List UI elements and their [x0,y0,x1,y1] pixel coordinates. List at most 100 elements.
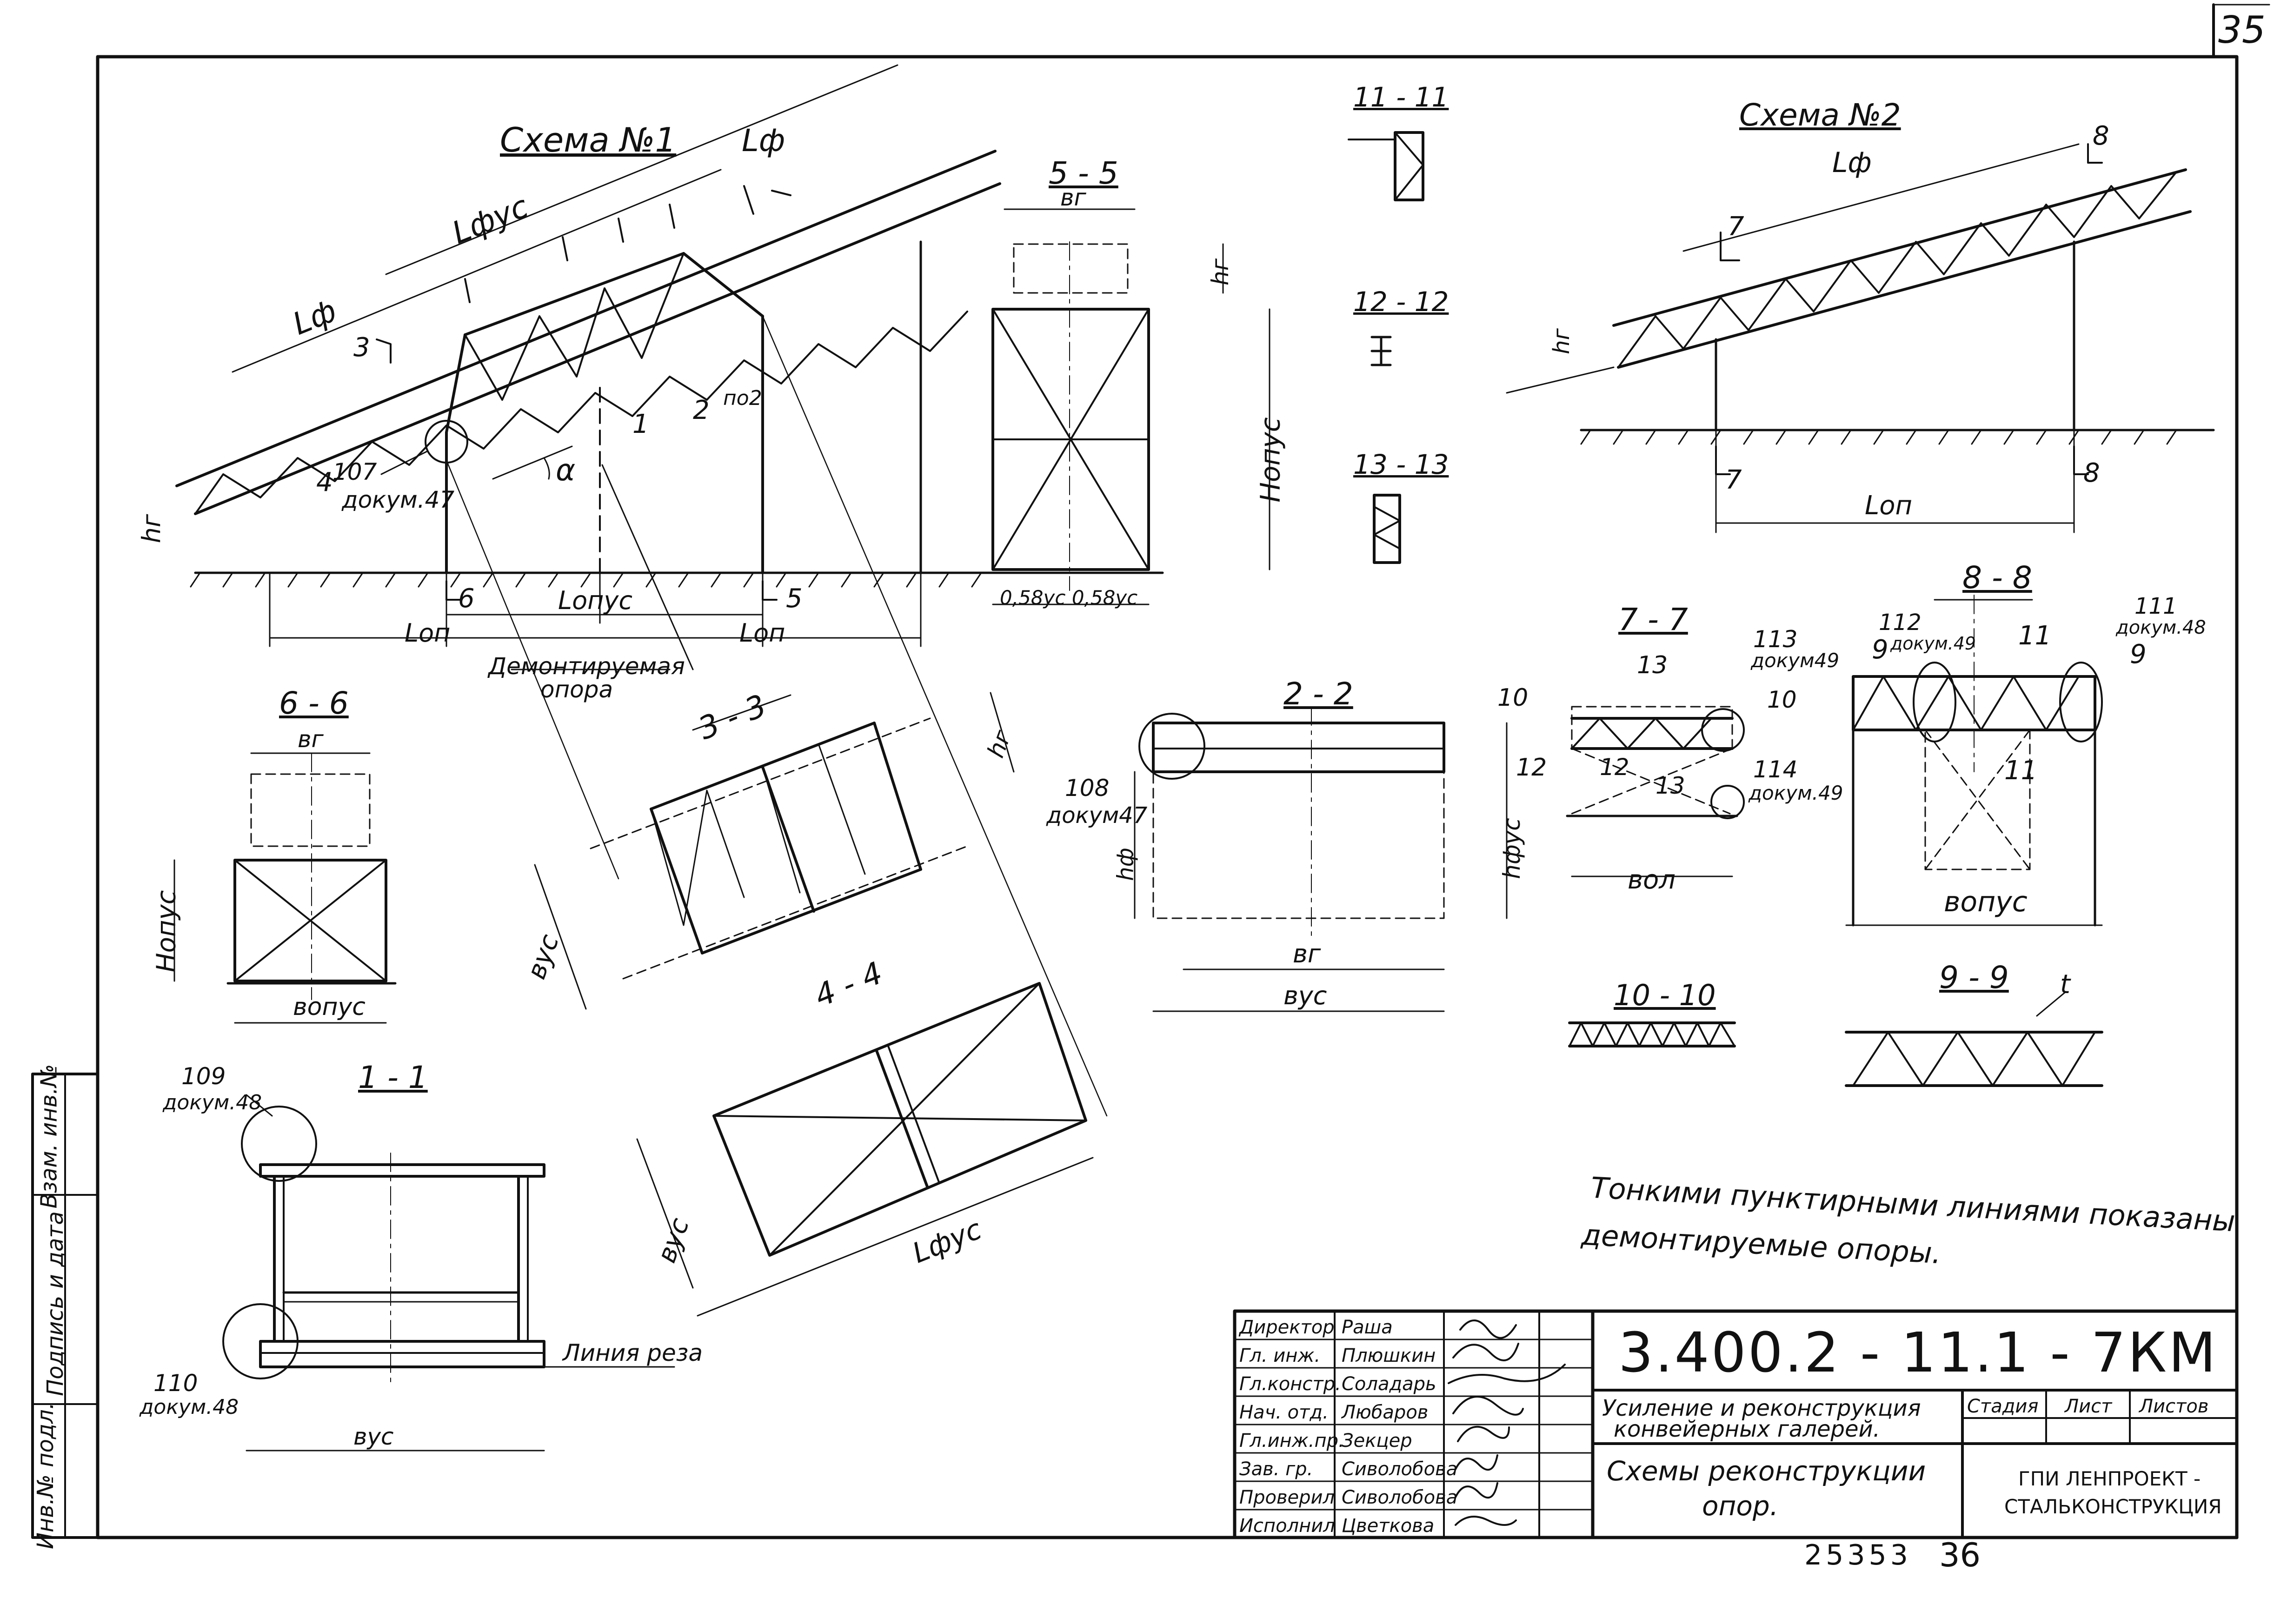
callout-108: 108 [1065,775,1110,802]
section-5-5-title: 5 - 5 [1049,155,1118,191]
tb-sheets-head: Листов [2139,1396,2209,1417]
sheet-number: 35 [2218,8,2266,52]
tb-org-line2: СТАЛЬКОНСТРУКЦИЯ [2004,1495,2222,1518]
tb-role-2: Гл.констр. [1239,1373,1341,1395]
scheme2-diagram [1506,143,2215,533]
section-6-6-bop: вопус [293,993,366,1021]
section-6-6-br: вг [298,726,324,753]
section-5-5-hr: hг [1206,259,1234,285]
section-2-2-hf: hф [1112,848,1139,881]
tb-role-1: Гл. инж. [1239,1345,1321,1366]
section-7-7-title: 7 - 7 [1618,602,1688,637]
scheme1-hr: hг [137,514,166,544]
section-2-2-bus: вус [1283,981,1327,1010]
removable-support-label: Демонтируемая опора [488,653,685,703]
callout-111-doc: докум.48 [2116,617,2206,638]
section-9-9 [1845,992,2103,1087]
scheme2-title: Схема №2 [1739,97,1901,133]
title-block [1233,1309,2239,1539]
stamp-vzam: Взам. инв.№ [36,1064,62,1209]
section-1-1-title: 1 - 1 [358,1060,428,1095]
cut-label-po2: по2 [723,386,762,410]
callout-113: 113 [1753,626,1798,653]
section-9-9-title: 9 - 9 [1939,960,2009,995]
cut-label-6: 6 [458,583,475,614]
sections-11-12-13 [1348,131,1424,564]
tb-role-6: Проверил [1239,1487,1335,1508]
section-6-6 [173,752,397,1024]
section-8-8 [1845,595,2103,927]
callout-113-doc: докум49 [1751,649,1840,672]
section-13-13-title: 13 - 13 [1353,449,1449,480]
section-5-5-dims: 0,58ус 0,58ус [1000,586,1138,609]
cut-label-4: 4 [316,467,333,497]
callout-114-doc: докум.49 [1749,782,1843,804]
callout-110-doc: докум.48 [140,1395,239,1419]
scheme1-diagram [175,64,1108,1117]
callout-110: 110 [153,1370,198,1397]
scheme2-cut-8: 8 [2093,121,2109,151]
tb-name-3: Любаров [1342,1402,1429,1423]
section-8-8-title: 8 - 8 [1962,560,2032,596]
tb-role-5: Зав. гр. [1239,1458,1313,1480]
scheme1-lop-right: Lоп [739,618,785,648]
callout-109-doc: докум.48 [163,1091,262,1114]
section-9-9-t: t [2060,969,2070,1000]
section-11-11-title: 11 - 11 [1353,81,1449,113]
callout-114: 114 [1753,756,1798,783]
tb-doc-code: 3.400.2 - 11.1 - 7КМ [1618,1320,2218,1385]
stamp-sign-date: Подпись и дата [42,1211,68,1396]
tb-sheet-head: Лист [2065,1396,2112,1417]
scheme2-cut-7: 7 [1728,212,1744,242]
section-2-2-br: вг [1293,939,1321,968]
callout-111: 111 [2134,593,2177,619]
tb-role-7: Исполнил [1239,1515,1335,1537]
tb-org-line1: ГПИ ЛЕНПРОЕКТ - [2018,1467,2201,1490]
section-8-8-cut-9b: 9 [2130,639,2147,669]
scheme1-lop-left: Lоп [405,618,451,648]
section-5-5-hop: Hопус [1254,417,1286,503]
scheme1-title: Схема №1 [500,120,677,159]
tb-role-4: Гл.инж.пр. [1239,1430,1344,1452]
section-7-7-cut-10b: 10 [1767,686,1797,713]
callout-112: 112 [1879,610,1922,636]
section-7-7-cut-13b: 13 [1656,772,1685,799]
tb-subject-line1: Усиление и реконструкция [1602,1395,1921,1421]
scheme1-alpha: α [556,453,576,488]
tb-name-1: Плюшкин [1342,1345,1436,1366]
section-7-7-cut-12b: 12 [1600,754,1629,781]
section-12-12-title: 12 - 12 [1353,286,1449,318]
callout-107: 107 [332,458,377,485]
stamp-inv-orig: Инв.№ подл. [32,1402,59,1549]
sheet-frame [96,55,2239,1539]
section-4-4 [636,982,1094,1317]
tb-name-4: Зекцер [1342,1430,1412,1452]
callout-108-doc: докум47 [1046,802,1148,829]
section-2-2 [1134,706,1508,1012]
tb-stage-head: Стадия [1967,1396,2039,1417]
tb-name-0: Раша [1342,1317,1393,1338]
callout-112-doc: докум.49 [1890,633,1976,654]
tb-name-5: Сиволобова [1342,1458,1458,1480]
section-8-8-cut-9: 9 [1872,635,1888,665]
scheme2-hr: hг [1548,328,1575,354]
section-8-8-cut-11: 11 [2018,621,2052,651]
section-1-1-bus: вус [353,1423,394,1450]
scheme2-cut-8b: 8 [2083,458,2100,488]
scheme2-lop: Lоп [1865,491,1913,521]
cut-label-1: 1 [632,409,649,439]
tb-name-6: Сиволобова [1342,1487,1458,1508]
section-1-1-cut-line: Линия реза [563,1339,703,1366]
tb-subject-line2: конвейерных галерей. [1614,1416,1880,1442]
tb-name-2: Соладарь [1342,1373,1436,1395]
section-1-1 [222,1094,675,1452]
section-5-5-br: вг [1060,184,1086,211]
section-7-7-cut-12: 12 [1516,754,1547,782]
section-5-5 [984,208,1270,605]
tb-role-3: Нач. отд. [1239,1402,1329,1423]
section-10-10-title: 10 - 10 [1614,978,1716,1012]
callout-107-doc: докум.47 [342,486,455,513]
section-10-10 [1568,1021,1736,1047]
